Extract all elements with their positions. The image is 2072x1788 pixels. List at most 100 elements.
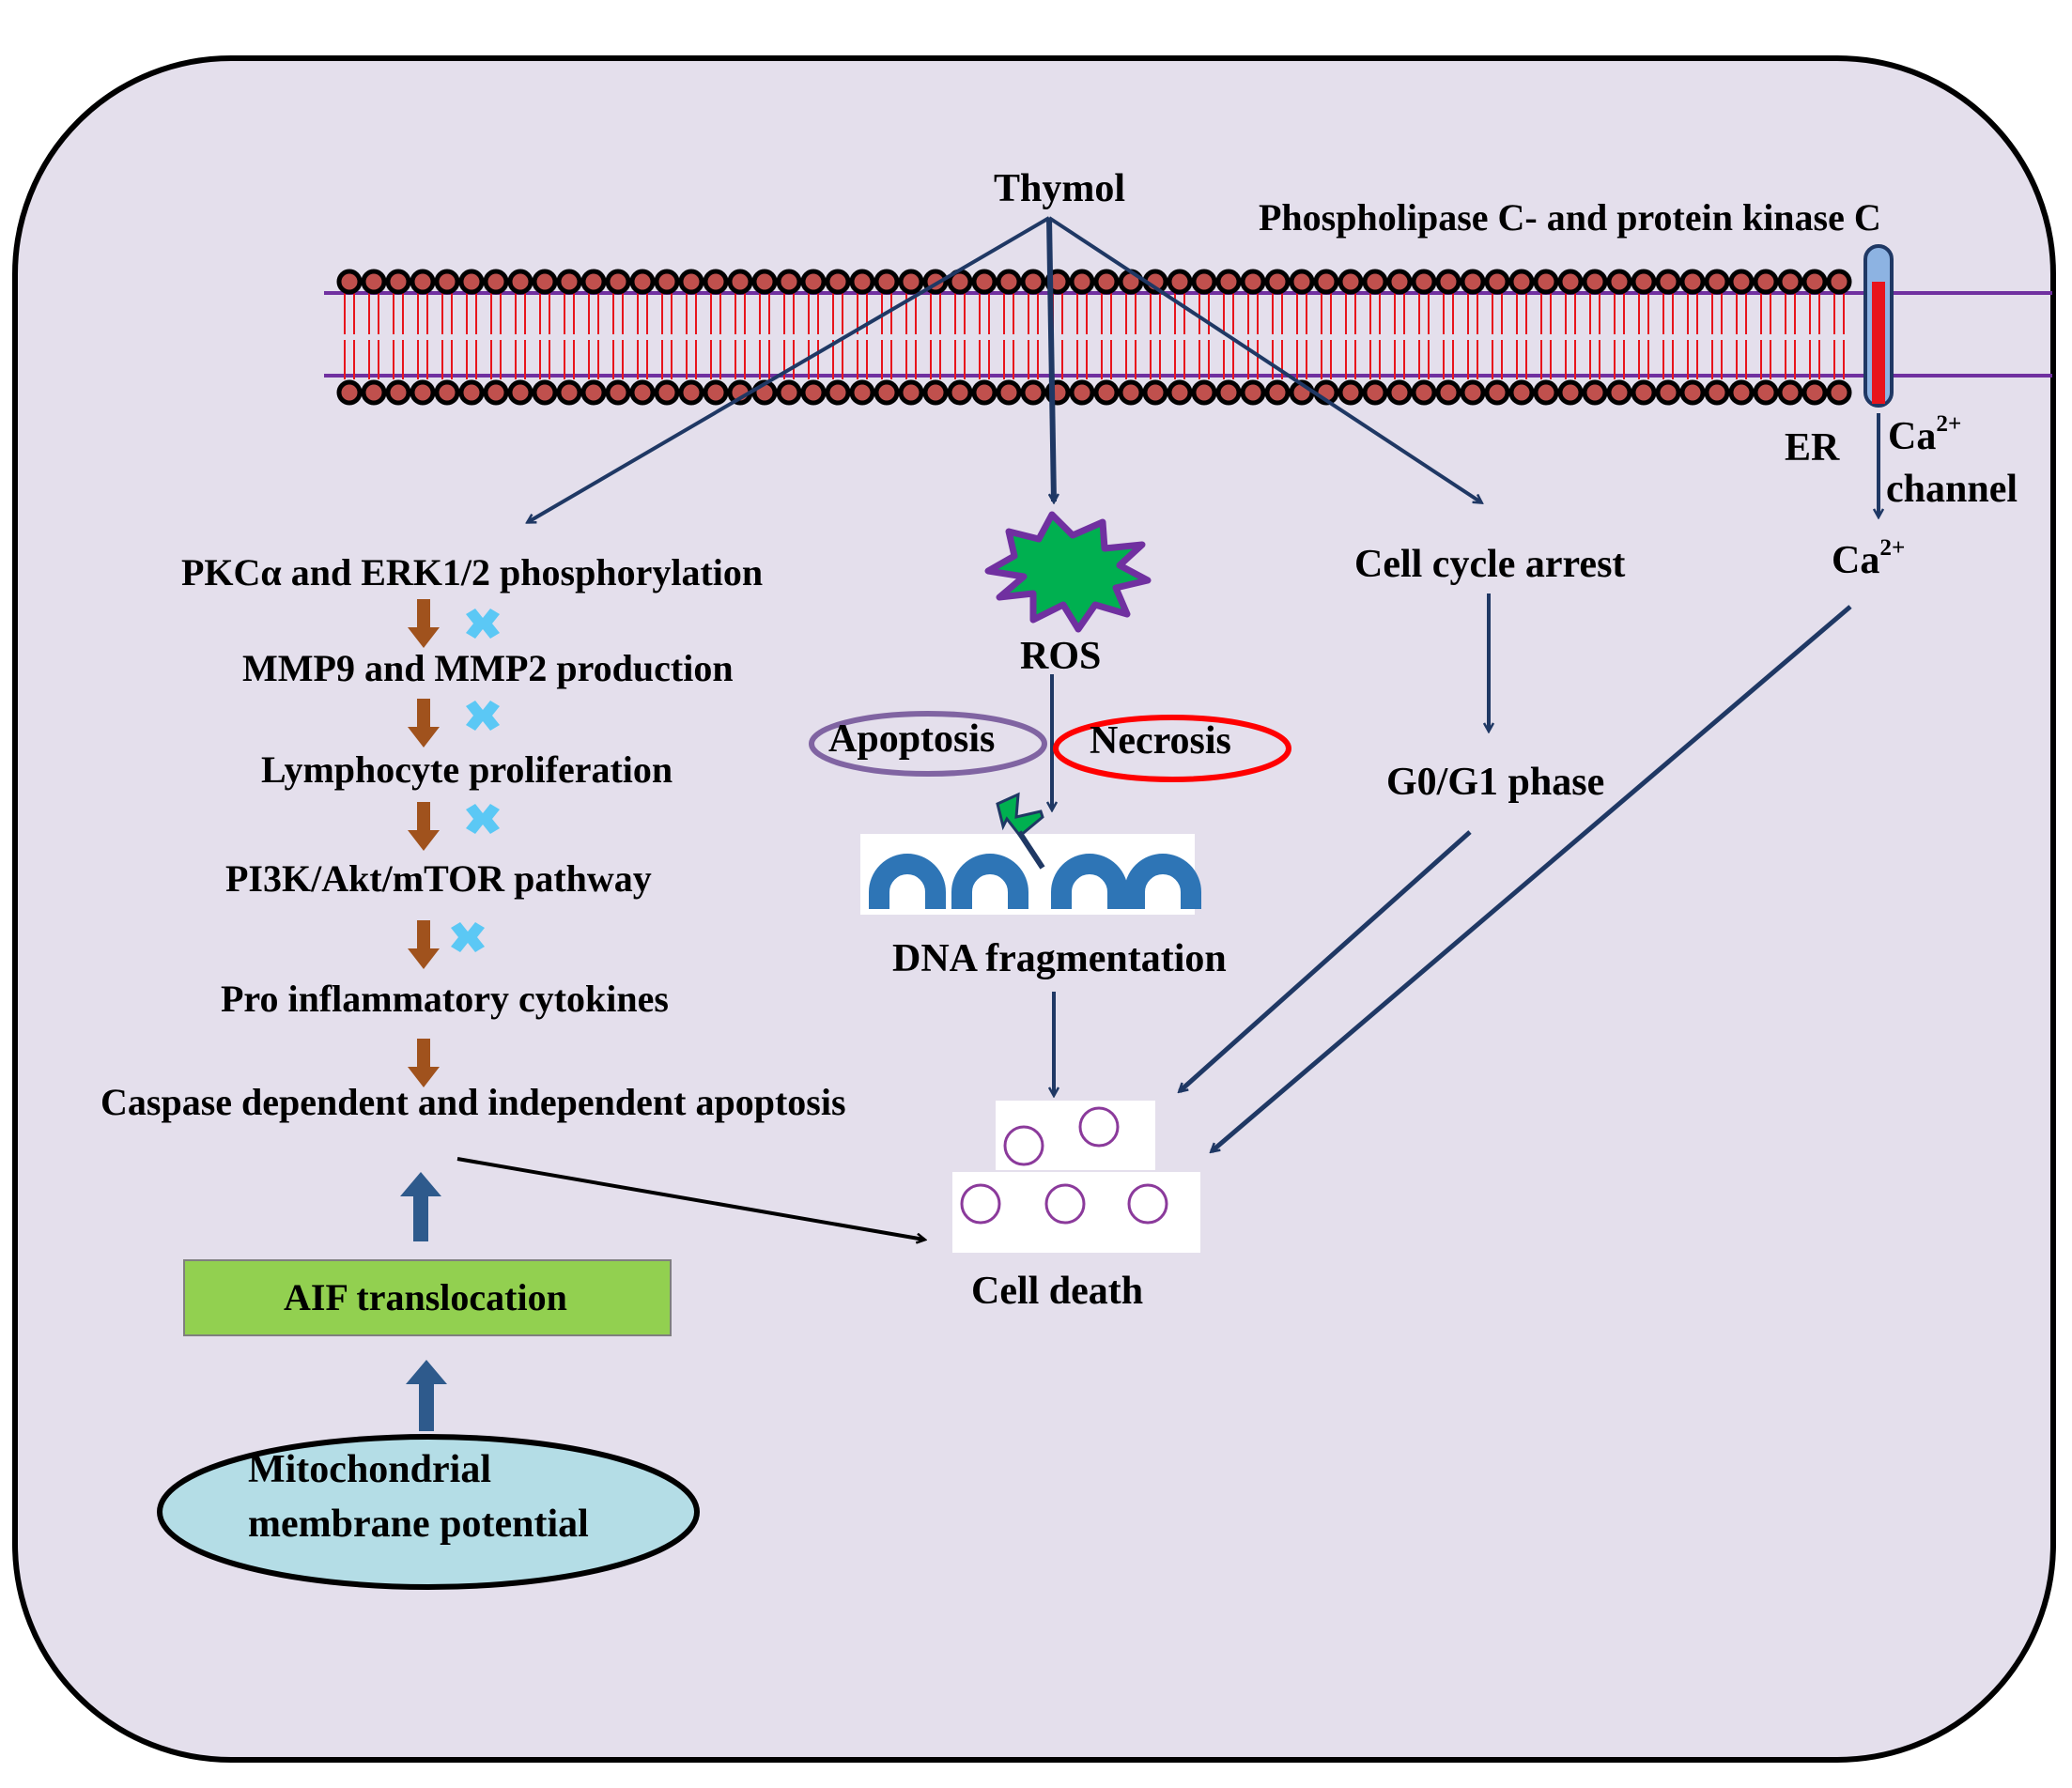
arrow-ca-to-death xyxy=(1212,605,1852,1151)
lipid-head xyxy=(874,269,900,295)
pkc-erk-label: PKCα and ERK1/2 phosphorylation xyxy=(181,551,764,593)
lipid-head xyxy=(1435,379,1461,406)
lipid-head xyxy=(1362,379,1388,406)
lipid-head xyxy=(507,269,533,295)
step-arrows xyxy=(408,599,440,1087)
lipid-head xyxy=(556,379,582,406)
lipid-head xyxy=(1411,379,1437,406)
cell-death-label: Cell death xyxy=(971,1270,1144,1313)
lipid-head xyxy=(1655,379,1681,406)
dead-cell-icon xyxy=(1127,1183,1168,1225)
inhibit-mark-icon xyxy=(451,922,485,952)
lightning-icon xyxy=(996,792,1044,839)
lipid-head xyxy=(825,269,851,295)
mito-label-line2: membrane potential xyxy=(248,1503,589,1546)
er-label: ER xyxy=(1785,426,1840,470)
dead-cell-icon xyxy=(1003,1125,1044,1166)
lipid-head xyxy=(361,379,387,406)
ca-channel-label: Ca2+ xyxy=(1888,411,1962,458)
lipid-head xyxy=(971,379,997,406)
lipid-head xyxy=(385,269,411,295)
lipid-head xyxy=(1533,379,1559,406)
lipid-head xyxy=(458,269,485,295)
lipid-head xyxy=(1557,269,1584,295)
cell-membrane-bilayer xyxy=(324,269,2052,406)
lipid-head xyxy=(678,269,704,295)
plc-pkc-label: Phospholipase C- and protein kinase C xyxy=(1259,196,1881,239)
lipid-head xyxy=(1533,269,1559,295)
necrosis-ring xyxy=(1053,715,1291,782)
dead-cell-icon xyxy=(1078,1106,1120,1148)
lipid-head xyxy=(703,269,729,295)
lipid-head xyxy=(1631,269,1657,295)
lipid-head xyxy=(874,379,900,406)
dna-fragmentation-label: DNA fragmentation xyxy=(892,937,1227,980)
inhibit-mark-icon xyxy=(466,701,500,731)
lipid-head xyxy=(849,269,875,295)
lipid-head xyxy=(922,379,949,406)
mitochondria-ellipse xyxy=(157,1434,700,1590)
lipid-head xyxy=(532,379,558,406)
lipid-head xyxy=(1508,379,1535,406)
dna-arcs-icon xyxy=(869,854,1201,909)
lipid-head xyxy=(1704,379,1730,406)
lipid-head xyxy=(556,269,582,295)
channel-label: channel xyxy=(1886,468,2018,511)
lipid-head xyxy=(1460,379,1486,406)
thymol-label: Thymol xyxy=(994,167,1126,210)
apoptosis-ring xyxy=(809,711,1047,777)
lipid-head xyxy=(776,269,802,295)
apoptosis-label: Apoptosis xyxy=(828,717,996,761)
lipid-head xyxy=(1191,379,1217,406)
lipid-head xyxy=(580,379,607,406)
lipid-head xyxy=(1020,379,1046,406)
lipid-head xyxy=(1777,379,1803,406)
caspase-label: Caspase dependent and independent apopto… xyxy=(101,1081,846,1123)
ca-ion-label: Ca2+ xyxy=(1832,535,1906,582)
lipid-head xyxy=(458,379,485,406)
lipid-head xyxy=(385,379,411,406)
dead-cell-icon xyxy=(960,1183,1001,1225)
arrow-g0g1-to-death xyxy=(1180,830,1472,1091)
lipid-head xyxy=(654,269,680,295)
lipid-head xyxy=(1020,269,1046,295)
lipid-head xyxy=(1631,379,1657,406)
lipid-head xyxy=(410,379,436,406)
lipid-head xyxy=(1582,269,1608,295)
lipid-head xyxy=(1582,379,1608,406)
aif-label: AIF translocation xyxy=(284,1276,567,1318)
lipid-head xyxy=(1240,269,1266,295)
lipid-head xyxy=(703,379,729,406)
lipid-head xyxy=(410,269,436,295)
step-arrow xyxy=(408,1039,440,1087)
lipid-head xyxy=(1826,379,1852,406)
lipid-head xyxy=(1606,379,1632,406)
lipid-head xyxy=(507,379,533,406)
lipid-head xyxy=(800,269,827,295)
lipid-head xyxy=(1679,269,1706,295)
lipid-head xyxy=(1386,269,1413,295)
step-arrow xyxy=(408,802,440,851)
lipid-head xyxy=(1167,269,1193,295)
lipid-head xyxy=(1167,379,1193,406)
lipid-head xyxy=(1704,269,1730,295)
aif-box xyxy=(183,1259,672,1336)
lipid-head xyxy=(1801,269,1828,295)
lipid-head xyxy=(996,269,1022,295)
ros-label: ROS xyxy=(1020,635,1102,678)
lipid-head xyxy=(800,379,827,406)
lipid-head xyxy=(1557,379,1584,406)
mmp-label: MMP9 and MMP2 production xyxy=(242,647,734,689)
lipid-head xyxy=(1069,379,1095,406)
lipid-head xyxy=(1191,269,1217,295)
necrosis-label: Necrosis xyxy=(1090,719,1231,763)
lipid-head xyxy=(1093,379,1120,406)
lipid-head xyxy=(1679,379,1706,406)
lipid-head xyxy=(1289,269,1315,295)
up-arrow-mito-to-aif xyxy=(406,1360,447,1431)
lightning-bolt-tail xyxy=(1016,830,1045,870)
lipid-head xyxy=(1338,269,1364,295)
lipid-head xyxy=(1313,269,1339,295)
ros-burst-icon xyxy=(984,511,1152,633)
